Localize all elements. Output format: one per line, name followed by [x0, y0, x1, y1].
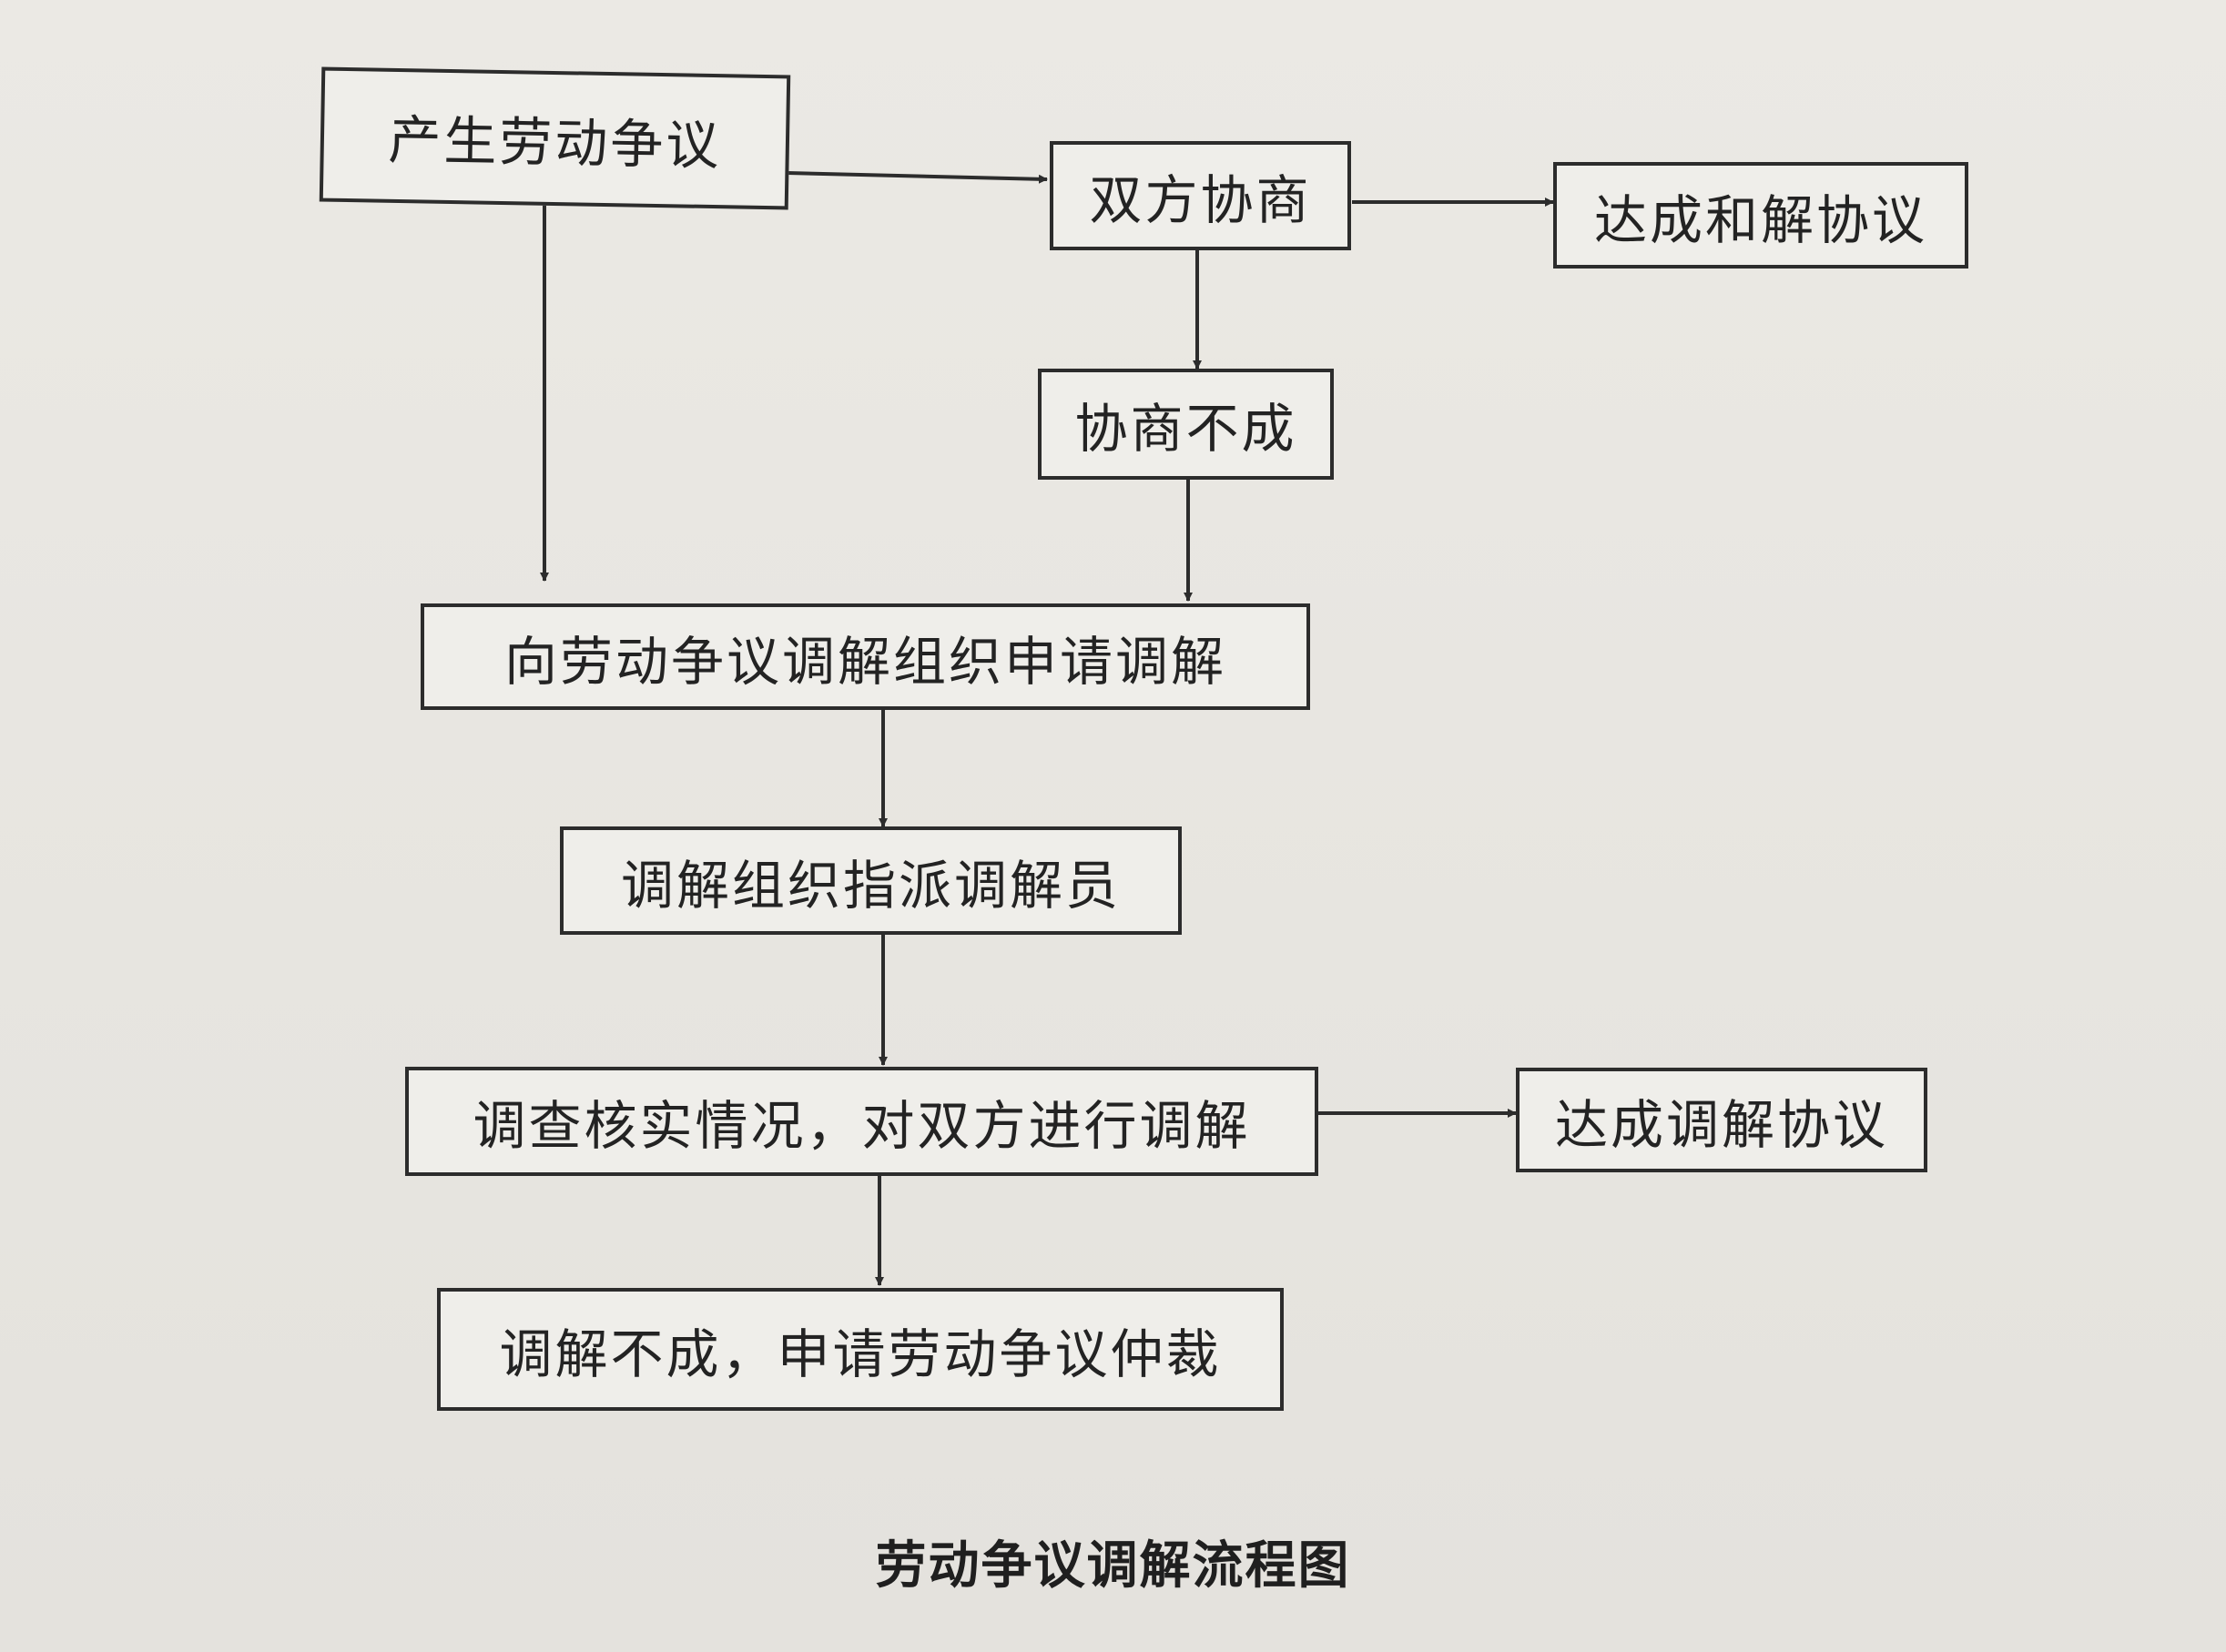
- node-negotiation-failed-label: 协商不成: [1074, 398, 1297, 460]
- node-mediation-failed-arbitration: 调解不成，申请劳动争议仲裁: [437, 1288, 1284, 1411]
- node-apply-mediation-label: 向劳动争议调解组织申请调解: [503, 630, 1226, 693]
- node-mediation-agreement: 达成调解协议: [1516, 1068, 1927, 1172]
- node-settlement-agreement-label: 达成和解协议: [1593, 188, 1927, 251]
- node-assign-mediator: 调解组织指派调解员: [560, 826, 1182, 935]
- node-investigate-mediate: 调查核实情况，对双方进行调解: [405, 1067, 1318, 1176]
- node-labor-dispute-label: 产生劳动争议: [387, 108, 722, 177]
- arrow-dispute-to-negotiate: [787, 171, 1048, 184]
- node-apply-mediation: 向劳动争议调解组织申请调解: [421, 603, 1310, 710]
- node-mediation-failed-arbitration-label: 调解不成，申请劳动争议仲裁: [499, 1323, 1222, 1385]
- node-negotiation-failed: 协商不成: [1038, 369, 1334, 480]
- node-negotiate-label: 双方协商: [1089, 169, 1312, 231]
- node-mediation-agreement-label: 达成调解协议: [1554, 1093, 1888, 1156]
- node-negotiate: 双方协商: [1050, 141, 1351, 250]
- diagram-caption: 劳动争议调解流程图: [875, 1536, 1351, 1596]
- node-settlement-agreement: 达成和解协议: [1553, 162, 1968, 269]
- node-investigate-mediate-label: 调查核实情况，对双方进行调解: [473, 1095, 1251, 1157]
- node-labor-dispute: 产生劳动争议: [319, 66, 791, 210]
- node-assign-mediator-label: 调解组织指派调解员: [620, 854, 1121, 917]
